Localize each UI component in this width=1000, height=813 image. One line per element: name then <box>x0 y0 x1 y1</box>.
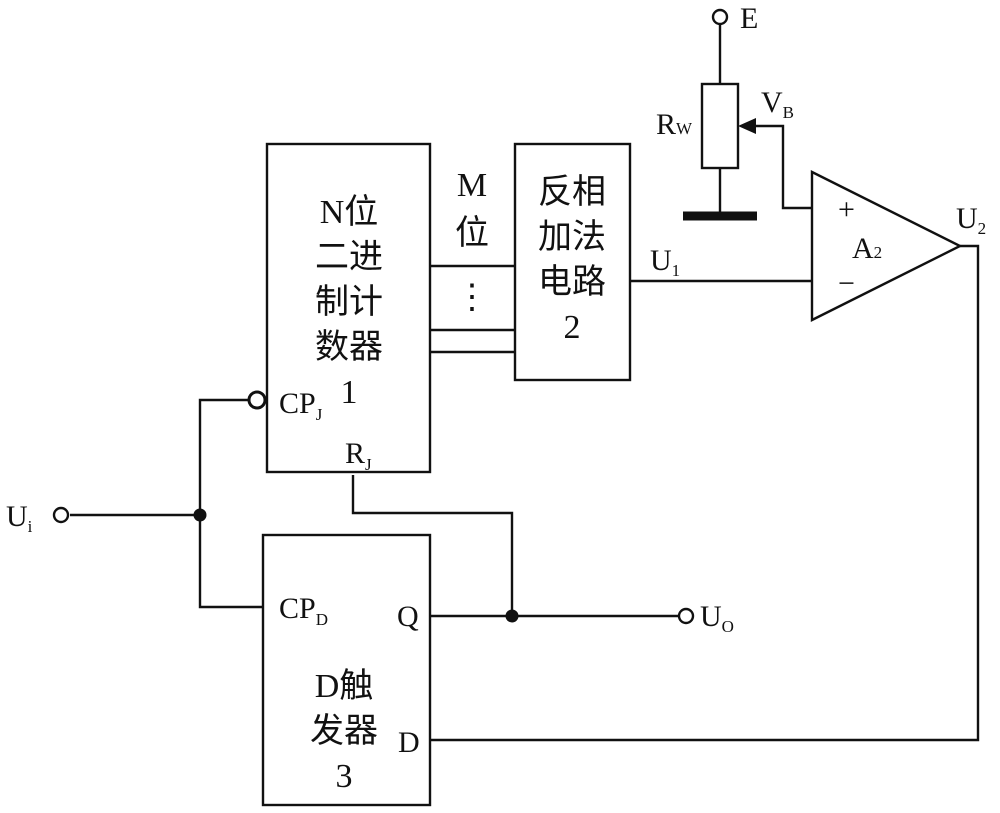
wire-vb <box>752 124 812 210</box>
counter-block <box>265 142 432 474</box>
counter-line-1: N位 <box>320 193 379 231</box>
label-rj: RJ <box>345 437 372 474</box>
dff-line-1: D触 <box>315 667 374 705</box>
adder-line-3: 电路 <box>538 263 606 301</box>
adder-line-2: 加法 <box>538 218 606 256</box>
junction-node-q <box>505 609 519 623</box>
label-q: Q <box>397 600 419 633</box>
opamp-minus: − <box>838 267 855 300</box>
counter-line-5: 1 <box>341 374 358 411</box>
wiper-arrow-icon <box>738 118 756 134</box>
counter-label: N位 二进 制计 数器 1 <box>315 193 383 411</box>
adder-label: 反相 加法 电路 2 <box>538 173 606 346</box>
label-cpd: CPD <box>279 592 328 629</box>
adder-line-1: 反相 <box>538 173 606 211</box>
wires <box>70 25 980 742</box>
terminal-ui <box>52 506 70 524</box>
junction-node-ui <box>193 508 207 522</box>
opamp-a2 <box>810 170 963 322</box>
label-ui: Ui <box>6 500 33 536</box>
label-vb: VB <box>761 86 794 122</box>
dff-line-3: 3 <box>336 758 353 795</box>
counter-line-3: 制计 <box>315 284 383 321</box>
counter-line-2: 二进 <box>315 239 383 276</box>
wire-reset <box>351 475 514 616</box>
label-u1: U1 <box>650 244 680 280</box>
label-d: D <box>398 726 420 759</box>
bus-label-wei: 位 <box>455 214 489 252</box>
terminal-supply <box>711 8 729 26</box>
label-supply: E <box>740 2 758 35</box>
counter-line-4: 数器 <box>315 328 383 366</box>
bus-label-m: M <box>457 167 487 204</box>
adder-block <box>513 142 632 382</box>
opamp-name: A2 <box>852 232 882 265</box>
bus-ellipsis: ⋮ <box>455 279 489 316</box>
wire-feedback <box>430 244 980 742</box>
adder-line-4: 2 <box>564 309 581 346</box>
dff-block <box>261 533 432 807</box>
terminal-uo <box>677 607 695 625</box>
inverter-bubble <box>247 390 267 410</box>
opamp-plus: + <box>838 193 855 226</box>
label-cpj: CPJ <box>279 387 323 424</box>
label-u2: U2 <box>956 202 986 238</box>
potentiometer-rw <box>700 82 740 170</box>
wire-cp-trunk <box>198 398 263 609</box>
label-uo: UO <box>700 600 734 636</box>
label-rw: RW <box>656 108 693 141</box>
dff-line-2: 发器 <box>310 712 378 750</box>
dff-label: D触 发器 3 <box>310 667 378 795</box>
